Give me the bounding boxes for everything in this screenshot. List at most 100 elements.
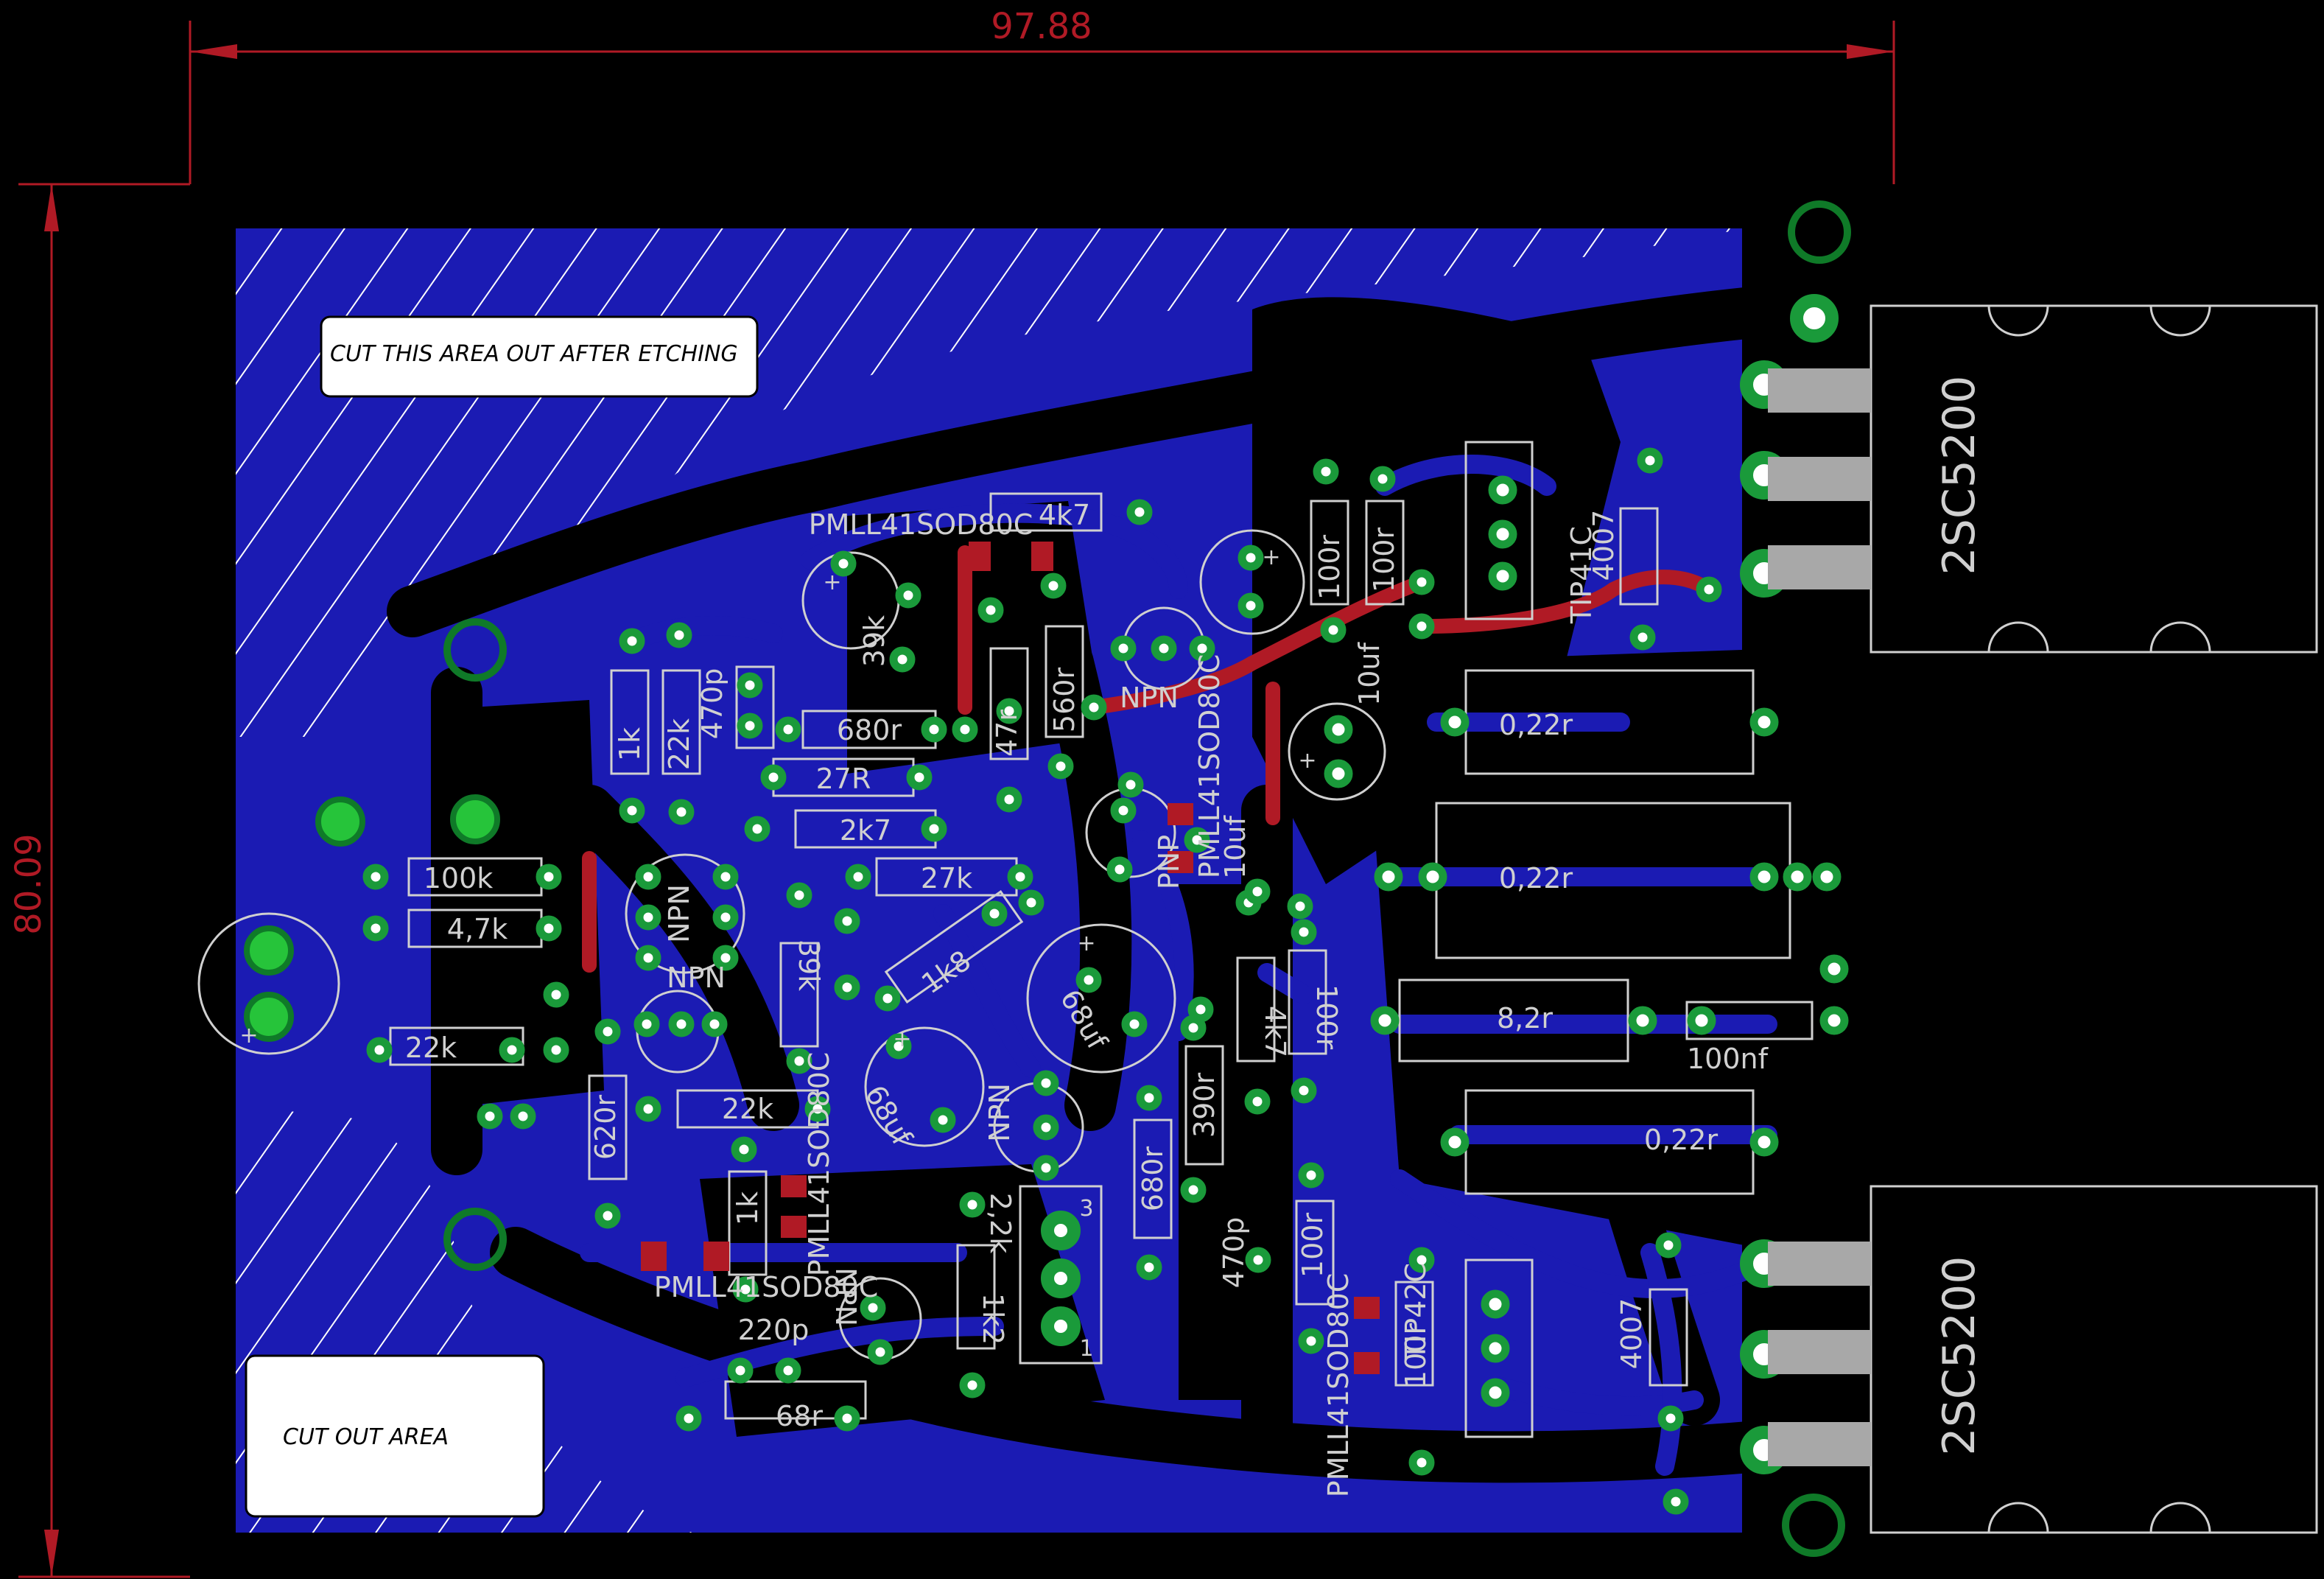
pad xyxy=(1819,1006,1849,1035)
pad xyxy=(668,799,695,825)
pad xyxy=(921,716,947,743)
label-npn-top: NPN xyxy=(1120,682,1179,714)
label-2k7: 2k7 xyxy=(840,814,891,847)
pad xyxy=(1408,569,1435,595)
pad xyxy=(1637,447,1663,474)
pad xyxy=(1041,1258,1081,1298)
label-22k-mid: 22k xyxy=(722,1093,773,1125)
pad xyxy=(930,1107,956,1133)
pad xyxy=(1033,1114,1059,1141)
label-pmll-top: PMLL41SOD80C xyxy=(809,508,1033,541)
pad xyxy=(1287,893,1313,920)
pad xyxy=(1657,1405,1684,1432)
label-tip41c: TIP41C xyxy=(1565,526,1598,624)
pad xyxy=(362,915,389,942)
pad xyxy=(510,1103,536,1130)
through-hole-pads xyxy=(443,200,1851,1557)
pad xyxy=(959,1372,986,1398)
label-1k2: 1k2 xyxy=(977,1293,1009,1345)
pad xyxy=(1628,1006,1657,1035)
pad xyxy=(1374,862,1403,892)
label-0-22r-c: 0,22r xyxy=(1644,1124,1719,1156)
transistor-top-label: 2SC5200 xyxy=(1934,376,1985,575)
pad xyxy=(536,864,562,890)
pad xyxy=(830,550,857,577)
height-dimension-label: 80.09 xyxy=(8,833,49,934)
label-390r: 390r xyxy=(1188,1073,1221,1138)
pad xyxy=(1696,576,1722,603)
pad xyxy=(1018,889,1045,916)
label-4k7-top: 4k7 xyxy=(1039,499,1090,531)
pad xyxy=(712,904,739,931)
pad xyxy=(996,786,1022,813)
note-box-top xyxy=(320,315,759,398)
pad xyxy=(804,1096,831,1122)
label-pmll-mid: PMLL41SOD80C xyxy=(1193,654,1226,879)
pad xyxy=(834,1405,860,1432)
label-pmll-lv: PMLL41SOD80C xyxy=(803,1052,835,1277)
label-4k7-mid: 4k7 xyxy=(1259,1006,1291,1057)
pad xyxy=(760,764,787,791)
pad xyxy=(1180,1177,1207,1203)
label-100r-lr: 100r xyxy=(1400,1323,1432,1389)
label-pot-3: 3 xyxy=(1079,1196,1093,1222)
pad xyxy=(666,622,692,648)
pad xyxy=(952,716,978,743)
pad xyxy=(1136,1085,1162,1111)
label-1k: 1k xyxy=(614,727,646,761)
note-bottom-text: CUT OUT AREA xyxy=(283,1424,449,1450)
transistor-bottom-label: 2SC5200 xyxy=(1934,1256,1985,1456)
pad xyxy=(543,1037,569,1063)
label-100r-b: 100r xyxy=(1368,528,1400,593)
input-pad xyxy=(244,925,294,976)
pad xyxy=(977,597,1004,623)
pad xyxy=(727,1357,754,1384)
note-top-text: CUT THIS AREA OUT AFTER ETCHING xyxy=(330,341,738,367)
label-plus-f: + xyxy=(823,570,841,595)
label-100k: 100k xyxy=(424,862,494,894)
transistor-tabs xyxy=(1768,368,1871,1466)
pad xyxy=(1481,1289,1510,1319)
label-620r: 620r xyxy=(589,1095,622,1160)
label-pmll-br: PMLL41SOD80C xyxy=(1322,1273,1355,1498)
pad xyxy=(1041,1306,1081,1346)
pad xyxy=(1313,458,1339,485)
label-npn-c: NPN xyxy=(983,1083,1016,1142)
label-1k-low: 1k xyxy=(731,1191,764,1225)
label-plus-d: + xyxy=(1077,931,1095,956)
pad xyxy=(1749,707,1779,737)
pad xyxy=(731,1136,757,1163)
label-100r-low: 100r xyxy=(1296,1213,1329,1278)
label-2-2k: 2,2k xyxy=(984,1193,1017,1253)
pad xyxy=(1324,715,1353,744)
pad xyxy=(1244,878,1271,905)
pad xyxy=(874,985,901,1012)
pad xyxy=(895,582,921,609)
label-10uf-b: 10uf xyxy=(1353,641,1386,705)
pad xyxy=(1187,996,1214,1023)
label-680r: 680r xyxy=(837,714,902,746)
label-39k-v: 39k xyxy=(793,939,825,991)
pad xyxy=(1749,862,1779,892)
pad xyxy=(1007,864,1033,890)
note-box-bottom xyxy=(245,1354,545,1518)
pad xyxy=(921,816,947,842)
pad xyxy=(732,1276,759,1303)
pad xyxy=(633,1011,660,1037)
pad xyxy=(1408,613,1435,640)
input-pad xyxy=(244,992,294,1042)
pad xyxy=(867,1339,894,1365)
pad xyxy=(1488,519,1517,549)
label-560r: 560r xyxy=(1048,668,1081,733)
pad xyxy=(1481,1378,1510,1407)
pad xyxy=(619,797,645,824)
pad xyxy=(1184,827,1210,853)
pad xyxy=(1418,862,1447,892)
pad xyxy=(889,646,916,673)
label-220p: 220p xyxy=(738,1314,810,1346)
pad xyxy=(712,864,739,890)
label-100r-mid: 100r xyxy=(1310,984,1343,1050)
label-0-22r-b: 0,22r xyxy=(1499,862,1573,894)
label-68r: 68r xyxy=(776,1400,823,1432)
label-100r-a: 100r xyxy=(1313,535,1346,601)
